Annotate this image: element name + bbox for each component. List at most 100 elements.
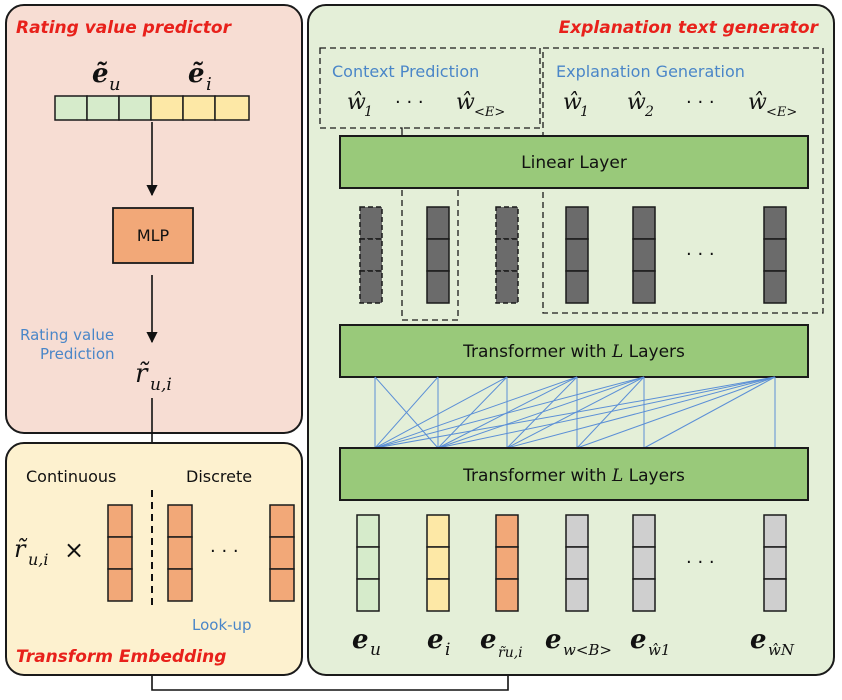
discrete-dots: · · · <box>210 541 239 562</box>
mlp-block: MLP <box>112 207 194 264</box>
explanation-text-generator-panel: Explanation text generator Context Predi… <box>307 4 835 676</box>
svg-text:ŵ: ŵ <box>627 90 646 115</box>
svg-text:ẽ: ẽ <box>92 59 109 89</box>
explanation-token-wE: ŵ <E> <box>748 90 797 120</box>
output-vector-5 <box>632 206 656 304</box>
input-dots: · · · <box>686 552 715 573</box>
svg-text:i: i <box>206 74 212 95</box>
attention-edge <box>576 376 645 449</box>
svg-text:Transformer with L Layers: Transformer with L Layers <box>462 342 685 362</box>
attention-edge <box>374 376 776 449</box>
svg-text:r̃u,i: r̃u,i <box>498 645 523 661</box>
rating-panel-title: Rating value predictor <box>16 18 233 38</box>
output-dots: · · · <box>686 244 715 265</box>
attention-edge <box>374 376 578 449</box>
transform-embedding-panel: Continuous Discrete r̃ u,i × · · · Look-… <box>5 442 303 676</box>
predicted-rating-symbol: r̃ u,i <box>135 359 172 395</box>
svg-text:e: e <box>750 625 767 655</box>
svg-text:e: e <box>545 625 562 655</box>
svg-text:e: e <box>427 625 444 655</box>
explanation-token-w2: ŵ 2 <box>627 90 654 120</box>
output-vector-3 <box>495 206 519 304</box>
context-prediction-title: Context Prediction <box>332 62 479 81</box>
context-token-w1: ŵ 1 <box>347 90 373 120</box>
svg-text:ŵ: ŵ <box>456 90 475 115</box>
svg-text:Transformer with L Layers: Transformer with L Layers <box>462 466 685 486</box>
transformer-bottom: Transformer with L Layers <box>339 447 809 501</box>
input-embedding-rating <box>495 514 519 612</box>
input-label-rating: e r̃u,i <box>480 625 523 661</box>
svg-text:<E>: <E> <box>766 105 797 120</box>
svg-text:r̃: r̃ <box>14 535 28 563</box>
svg-text:e: e <box>630 625 647 655</box>
explanation-dots: · · · <box>686 92 715 113</box>
explanation-generation-region <box>542 47 824 314</box>
input-label-item: e i <box>427 625 450 660</box>
rating-prediction-label-1: Rating value <box>20 326 114 344</box>
output-vector-4 <box>565 206 589 304</box>
transformer-top: Transformer with L Layers <box>339 324 809 378</box>
input-embedding-bos <box>565 514 589 612</box>
svg-text:e: e <box>480 625 497 655</box>
attention-edge <box>437 376 508 449</box>
svg-text:×: × <box>64 536 84 564</box>
item-embedding-label: ẽ i <box>188 59 212 95</box>
svg-text:ẽ: ẽ <box>188 59 205 89</box>
input-embedding-user <box>356 514 380 612</box>
lookup-label: Look-up <box>192 616 252 634</box>
explanation-token-w1: ŵ 1 <box>563 90 589 120</box>
context-prediction-region <box>319 47 541 321</box>
user-embedding-label: ẽ u <box>92 59 121 95</box>
svg-text:ŵ: ŵ <box>748 90 767 115</box>
svg-text:ŵ: ŵ <box>347 90 366 115</box>
transform-to-generator-connector <box>151 664 508 691</box>
rating-value-predictor-panel: Rating value predictor ẽ u ẽ i MLP Ratin… <box>5 4 303 434</box>
continuous-label: Continuous <box>26 467 116 486</box>
continuous-embedding-vector <box>107 504 133 602</box>
transform-panel-title: Transform Embedding <box>16 647 226 667</box>
input-embedding-wN <box>763 514 787 612</box>
generator-panel-title: Explanation text generator <box>559 18 820 38</box>
rating-prediction-label-2: Prediction <box>40 345 115 363</box>
input-label-bos: e w<B> <box>545 625 612 659</box>
svg-text:u,i: u,i <box>28 550 49 569</box>
mlp-label: MLP <box>137 226 170 245</box>
attention-edge <box>437 376 776 449</box>
context-dots: · · · <box>395 92 424 113</box>
context-token-wE: ŵ <E> <box>456 90 505 120</box>
explanation-generation-title: Explanation Generation <box>556 62 745 81</box>
attention-edge <box>506 376 776 449</box>
attention-edge <box>374 376 508 449</box>
svg-text:e: e <box>352 625 369 655</box>
discrete-embedding-vector-n <box>269 504 295 602</box>
input-embedding-w1 <box>632 514 656 612</box>
attention-edge <box>643 376 776 449</box>
output-vector-2 <box>426 206 450 304</box>
svg-text:u: u <box>370 640 381 660</box>
svg-text:u: u <box>109 74 121 95</box>
svg-text:i: i <box>445 640 450 660</box>
svg-text:u,i: u,i <box>150 375 172 395</box>
svg-text:<E>: <E> <box>474 105 505 120</box>
input-label-user: e u <box>352 625 381 660</box>
attention-edge <box>374 376 439 449</box>
discrete-label: Discrete <box>186 467 252 486</box>
output-vector-1 <box>359 206 383 304</box>
output-vector-n <box>763 206 787 304</box>
svg-text:1: 1 <box>364 104 373 120</box>
input-label-wN: e ŵN <box>750 625 795 659</box>
svg-text:2: 2 <box>644 104 654 120</box>
svg-text:ŵN: ŵN <box>768 641 795 659</box>
svg-text:w<B>: w<B> <box>563 641 612 659</box>
discrete-embedding-vector-1 <box>167 504 193 602</box>
svg-text:ŵ: ŵ <box>563 90 582 115</box>
svg-text:1: 1 <box>580 104 589 120</box>
linear-layer: Linear Layer <box>339 135 809 189</box>
attention-edge <box>437 376 578 449</box>
svg-text:r̃: r̃ <box>135 359 150 389</box>
attention-mask-connections <box>374 376 776 449</box>
input-embedding-item <box>426 514 450 612</box>
attention-edge <box>576 376 776 449</box>
concatenated-embedding-vector <box>54 95 250 121</box>
